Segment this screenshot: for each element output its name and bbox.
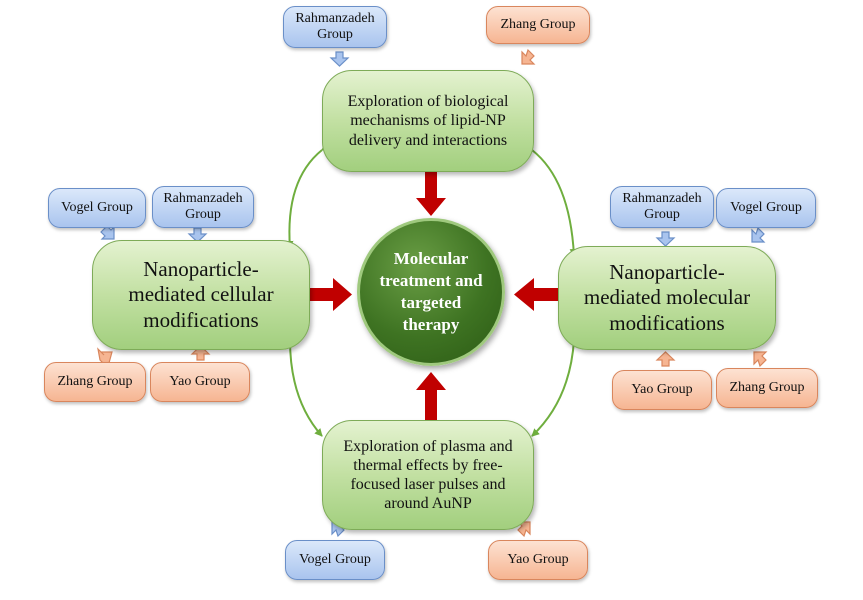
small-arrow-orange <box>655 351 676 367</box>
group-label: Rahmanzadeh Group <box>622 190 702 222</box>
node-molecular-modifications-label: Nanoparticle-mediated molecular modifica… <box>583 260 751 335</box>
red-arrow-right <box>514 278 558 311</box>
node-cellular-modifications-label: Nanoparticle-mediated cellular modificat… <box>128 257 274 332</box>
red-arrow-left <box>310 278 352 311</box>
group-tag-vogel: Vogel Group <box>48 188 146 228</box>
group-tag-zhang: Zhang Group <box>486 6 590 44</box>
group-label: Vogel Group <box>299 551 371 567</box>
group-tag-rahmanzadeh: Rahmanzadeh Group <box>283 6 387 48</box>
group-label: Zhang Group <box>57 373 133 389</box>
small-arrow-orange <box>753 351 768 368</box>
small-arrow-blue <box>751 226 766 243</box>
small-arrow-orange <box>521 48 536 65</box>
group-tag-yao: Yao Group <box>488 540 588 580</box>
small-arrow-blue <box>329 51 350 67</box>
group-label: Vogel Group <box>730 199 802 215</box>
ring-arrow-bottom-left <box>285 332 323 437</box>
ring-arrow-top-right <box>524 142 578 257</box>
node-biological-mechanisms-label: Exploration of biological mechanisms of … <box>347 93 509 149</box>
group-tag-yao: Yao Group <box>612 370 712 410</box>
node-plasma-thermal-effects-label: Exploration of plasma and thermal effect… <box>343 437 513 513</box>
small-arrow-orange <box>190 345 211 361</box>
group-label: Yao Group <box>169 373 231 389</box>
group-tag-vogel: Vogel Group <box>285 540 385 580</box>
group-label: Yao Group <box>631 381 693 397</box>
red-arrow-bottom <box>416 372 446 420</box>
group-label: Rahmanzadeh Group <box>163 190 243 222</box>
node-biological-mechanisms: Exploration of biological mechanisms of … <box>322 70 534 172</box>
node-plasma-thermal-effects: Exploration of plasma and thermal effect… <box>322 420 534 530</box>
node-cellular-modifications: Nanoparticle-mediated cellular modificat… <box>92 240 310 350</box>
group-label: Yao Group <box>507 551 569 567</box>
node-molecular-modifications: Nanoparticle-mediated molecular modifica… <box>558 246 776 350</box>
group-label: Zhang Group <box>729 379 805 395</box>
small-arrow-blue <box>655 231 676 247</box>
ring-arrow-top-left <box>285 142 330 249</box>
group-tag-rahmanzadeh: Rahmanzadeh Group <box>152 186 254 228</box>
red-arrow-top <box>416 172 446 216</box>
group-tag-vogel: Vogel Group <box>716 188 816 228</box>
small-arrow-blue <box>187 227 208 243</box>
group-label: Rahmanzadeh Group <box>295 10 375 42</box>
group-tag-rahmanzadeh: Rahmanzadeh Group <box>610 186 714 228</box>
group-tag-zhang: Zhang Group <box>44 362 146 402</box>
center-node: Molecular treatment and targeted therapy <box>357 218 505 366</box>
group-label: Zhang Group <box>500 16 576 32</box>
group-tag-yao: Yao Group <box>150 362 250 402</box>
group-label: Vogel Group <box>61 199 133 215</box>
ring-arrow-bottom-right <box>531 332 579 437</box>
group-tag-zhang: Zhang Group <box>716 368 818 408</box>
center-label: Molecular treatment and targeted therapy <box>379 248 483 335</box>
